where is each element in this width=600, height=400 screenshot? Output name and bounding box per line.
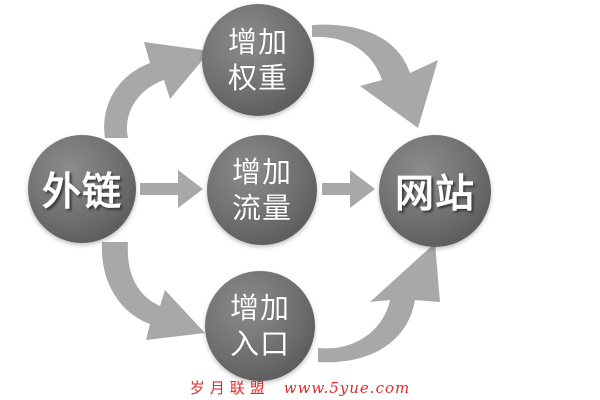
node-top-circle — [202, 4, 314, 116]
node-middle-circle — [207, 135, 317, 245]
nodes — [28, 4, 491, 381]
node-bottom-circle — [205, 271, 315, 381]
arrow-source-to-top — [104, 42, 210, 138]
arrow-bottom-to-target — [318, 243, 440, 363]
watermark: 岁月联盟 www.5yue.com — [0, 377, 600, 398]
node-target-circle — [379, 135, 491, 247]
arrow-top-to-target — [312, 24, 438, 128]
arrow-source-to-middle — [140, 170, 203, 208]
arrow-middle-to-target — [322, 170, 375, 208]
node-source-circle — [28, 135, 136, 243]
watermark-url: www.5yue.com — [283, 379, 411, 397]
arrows — [101, 24, 440, 363]
watermark-name: 岁月联盟 — [189, 379, 270, 397]
arrow-source-to-bottom — [101, 242, 205, 340]
